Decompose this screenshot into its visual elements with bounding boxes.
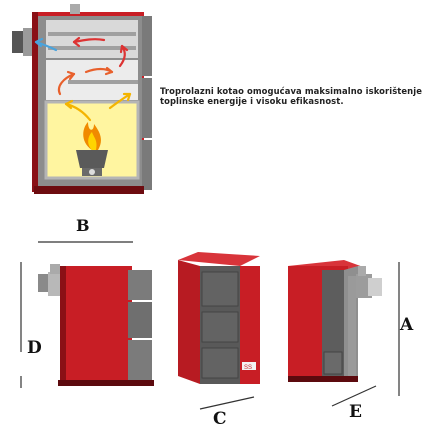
flue-pipe bbox=[12, 28, 33, 56]
product-description: Troprolazni kotao omogućava maksimalno i… bbox=[160, 86, 422, 106]
flame-icon bbox=[83, 122, 101, 150]
boiler-side-view bbox=[38, 264, 154, 386]
dimension-line-b bbox=[38, 241, 133, 243]
boiler-front-view: SS bbox=[178, 252, 260, 384]
svg-text:SS: SS bbox=[244, 365, 252, 371]
dimension-line-a bbox=[398, 262, 400, 396]
burner-pot bbox=[76, 150, 108, 176]
dimension-label-b: B bbox=[76, 216, 90, 235]
flow-arrow-icon bbox=[34, 36, 132, 122]
dimension-label-a: A bbox=[400, 315, 414, 335]
boiler-rear-view bbox=[288, 260, 382, 382]
dimension-line-d bbox=[20, 262, 22, 388]
flue-outlet bbox=[356, 266, 382, 298]
dimension-label-e: E bbox=[349, 402, 362, 422]
dimension-label-d: D bbox=[27, 338, 42, 358]
dimension-label-c: C bbox=[213, 409, 227, 429]
dimension-line-c bbox=[199, 396, 255, 410]
dimension-line-e bbox=[331, 385, 377, 407]
boiler-cutaway-diagram bbox=[12, 4, 152, 194]
